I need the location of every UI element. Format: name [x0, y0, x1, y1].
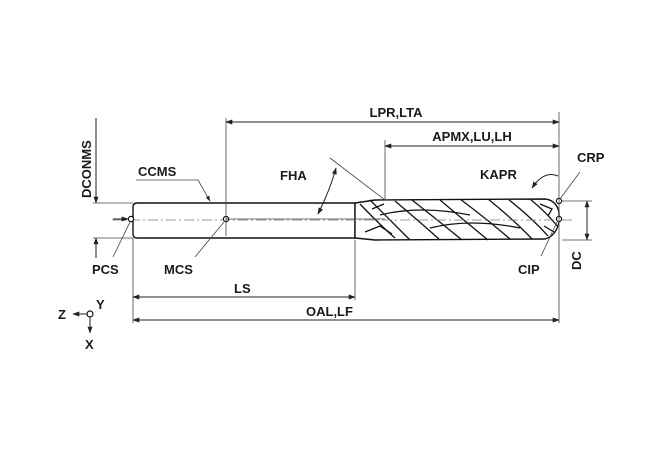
flute-section	[354, 198, 560, 241]
y-axis-origin	[86, 310, 94, 318]
ccms-leader	[136, 179, 211, 202]
label-mcs: MCS	[164, 262, 193, 277]
mcs-leader	[194, 221, 225, 258]
shank	[132, 202, 356, 239]
crp-leader	[559, 171, 581, 200]
label-axis-y: Y	[96, 297, 105, 312]
label-ls: LS	[234, 281, 251, 296]
label-oal-lf: OAL,LF	[306, 304, 353, 319]
helical-flutes	[359, 198, 558, 241]
cip-leader	[540, 221, 558, 257]
label-cip: CIP	[518, 262, 540, 277]
label-pcs: PCS	[92, 262, 119, 277]
label-apmx-lu-lh: APMX,LU,LH	[432, 129, 511, 144]
label-axis-x: X	[85, 337, 94, 352]
end-mill-body	[112, 198, 572, 241]
label-crp: CRP	[577, 150, 605, 165]
kapr-arc	[531, 174, 559, 189]
label-lpr-lta: LPR,LTA	[370, 105, 424, 120]
label-dconms: DCONMS	[79, 140, 94, 198]
label-axis-z: Z	[58, 307, 66, 322]
label-fha: FHA	[280, 168, 307, 183]
label-dc: DC	[569, 251, 584, 270]
coordinate-axes: Z Y X	[58, 297, 105, 352]
pcs-point	[127, 215, 135, 223]
fha-arc	[317, 167, 337, 215]
label-kapr: KAPR	[480, 167, 517, 182]
pcs-leader	[112, 221, 131, 258]
label-ccms: CCMS	[138, 164, 177, 179]
